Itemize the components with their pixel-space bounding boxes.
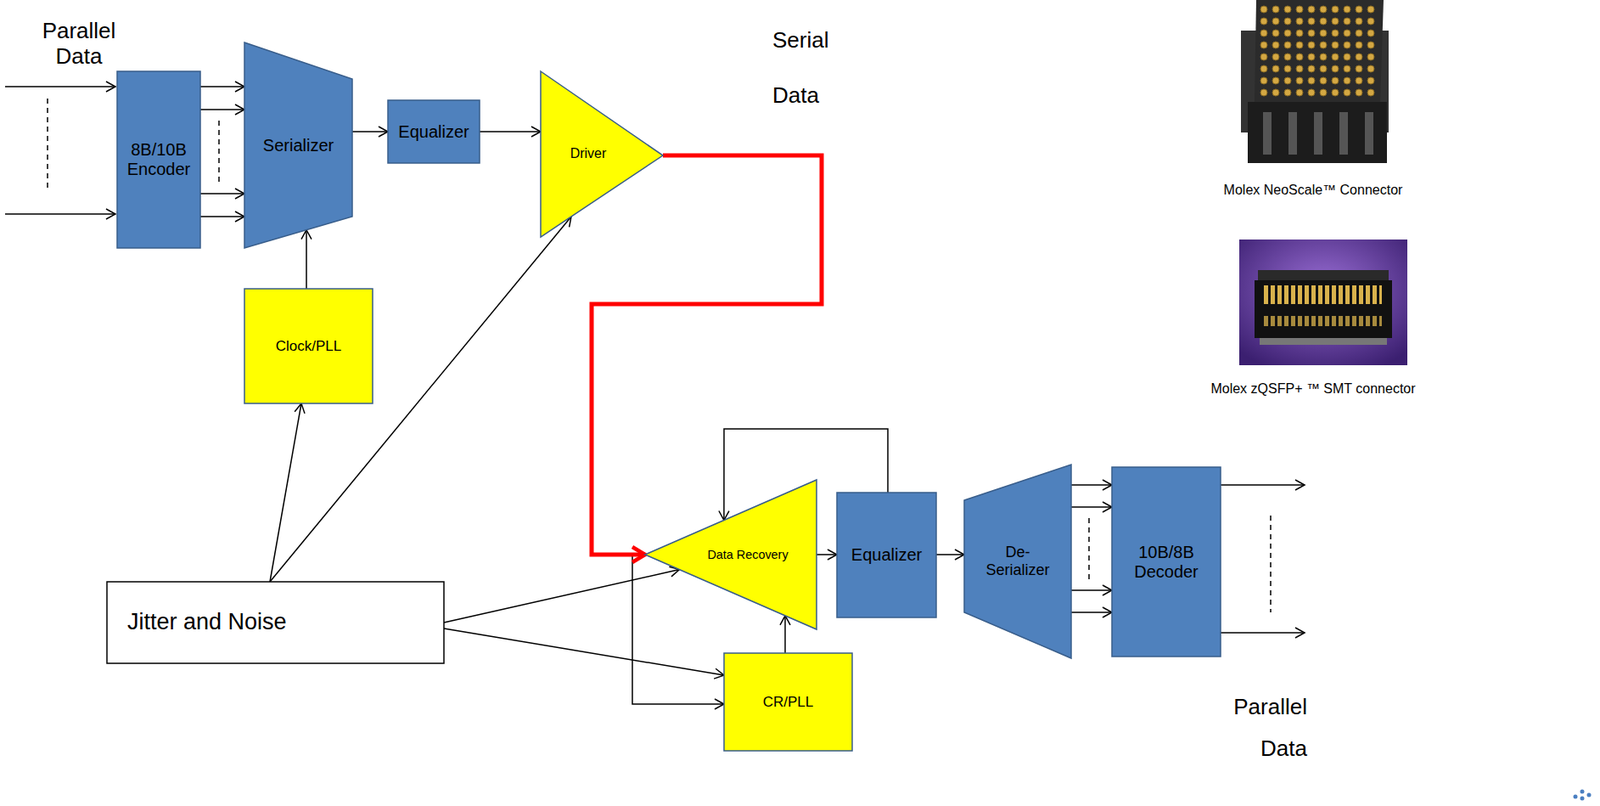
cr-pll-box: CR/PLL xyxy=(724,652,853,751)
logo-dot xyxy=(1580,796,1585,801)
serializer-trapezoid: Serializer xyxy=(244,42,353,248)
arrow-connector xyxy=(200,108,245,111)
arrow-connector xyxy=(936,553,965,556)
connector-contacts xyxy=(1263,285,1382,304)
jitter-noise-box: Jitter and Noise xyxy=(106,581,444,663)
node-outline-shape xyxy=(244,42,353,248)
photo-background xyxy=(1239,239,1408,365)
node-text: CR/PLL xyxy=(763,693,815,711)
arrow-connector xyxy=(443,569,680,623)
arrow-connector xyxy=(1071,483,1112,486)
node-text: Equalizer xyxy=(851,544,922,565)
node-text: Clock/PLL xyxy=(275,337,342,355)
bus-dashes xyxy=(1269,515,1272,612)
node-text: 10B/8B Decoder xyxy=(1118,542,1214,582)
connector-slot xyxy=(1263,112,1272,155)
arrow-connector xyxy=(443,628,725,675)
arrow-connector xyxy=(479,130,541,133)
node-text: Driver xyxy=(570,145,607,162)
node-outline-shape xyxy=(117,71,201,248)
equalizer-box: Equalizer xyxy=(836,492,937,618)
data-recovery-triangle: Data Recovery xyxy=(645,479,817,629)
bus-dashes xyxy=(46,98,49,189)
bus-dashes xyxy=(1088,517,1090,579)
input-arrow xyxy=(5,85,116,88)
connector-slot xyxy=(1339,112,1348,155)
signal-label: Parallel Data xyxy=(32,18,126,70)
arrow-connector xyxy=(591,155,822,704)
arrow-connector xyxy=(1071,505,1112,508)
node-text: Equalizer xyxy=(398,122,469,142)
deserializer-trapezoid: De- Serializer xyxy=(964,464,1072,658)
node-text: Jitter and Noise xyxy=(127,608,287,635)
node-text: Data Recovery xyxy=(707,547,788,562)
signal-label: Serial Data xyxy=(772,12,854,124)
arrow-connector xyxy=(200,85,245,88)
equalizer-box: Equalizer xyxy=(387,100,480,163)
node-text: De- Serializer xyxy=(974,543,1062,579)
neoscale-photo xyxy=(1240,0,1389,163)
connector-pins xyxy=(1257,3,1377,99)
node-text: 8B/10B Encoder xyxy=(122,140,196,180)
connector-feet xyxy=(1259,337,1387,345)
node-outline-shape xyxy=(106,581,444,663)
arrow-connector xyxy=(269,403,302,582)
arrow-connector xyxy=(352,130,388,133)
arrow-connector xyxy=(200,192,245,195)
connector-slot xyxy=(1313,112,1323,155)
logo-dot xyxy=(1573,794,1578,799)
connector-contacts xyxy=(1263,315,1382,326)
signal-label: Parallel Data xyxy=(1212,685,1308,770)
node-outline-shape xyxy=(540,71,663,237)
zqsfp-photo xyxy=(1239,239,1408,365)
arrow-connector xyxy=(305,230,308,289)
arrow-connector xyxy=(1071,589,1112,591)
node-outline-shape xyxy=(244,288,373,404)
input-arrow xyxy=(5,213,116,215)
bus-dashes xyxy=(218,120,220,182)
driver-triangle: Driver xyxy=(540,71,663,237)
node-outline-shape xyxy=(964,464,1072,658)
output-arrow xyxy=(1219,483,1305,486)
connector-front xyxy=(1247,101,1387,163)
corner-logo xyxy=(1573,789,1592,801)
node-outline-shape xyxy=(836,492,937,618)
photo-caption: Molex NeoScale™ Connector xyxy=(1202,181,1424,198)
decoder-box: 10B/8B Decoder xyxy=(1111,466,1221,657)
clock-pll-box: Clock/PLL xyxy=(244,288,373,404)
connector-slot xyxy=(1288,112,1297,155)
node-outline-shape xyxy=(724,652,853,751)
arrow-connector xyxy=(816,553,837,556)
photo-caption: Molex zQSFP+ ™ SMT connector xyxy=(1202,380,1424,397)
node-outline-shape xyxy=(645,479,817,629)
output-arrow xyxy=(1219,631,1305,634)
connector-housing xyxy=(1254,0,1384,102)
arrow-connector xyxy=(1071,611,1112,613)
logo-dot xyxy=(1587,792,1592,798)
node-outline-shape xyxy=(1111,466,1221,657)
connector-body xyxy=(1254,280,1393,338)
arrow-connector xyxy=(784,615,786,653)
node-outline-shape xyxy=(387,100,480,163)
logo-dot xyxy=(1580,789,1585,794)
connector-slot xyxy=(1364,112,1374,155)
arrow-connector xyxy=(200,215,245,218)
encoder-box: 8B/10B Encoder xyxy=(117,71,201,248)
node-text: Serializer xyxy=(263,135,334,156)
